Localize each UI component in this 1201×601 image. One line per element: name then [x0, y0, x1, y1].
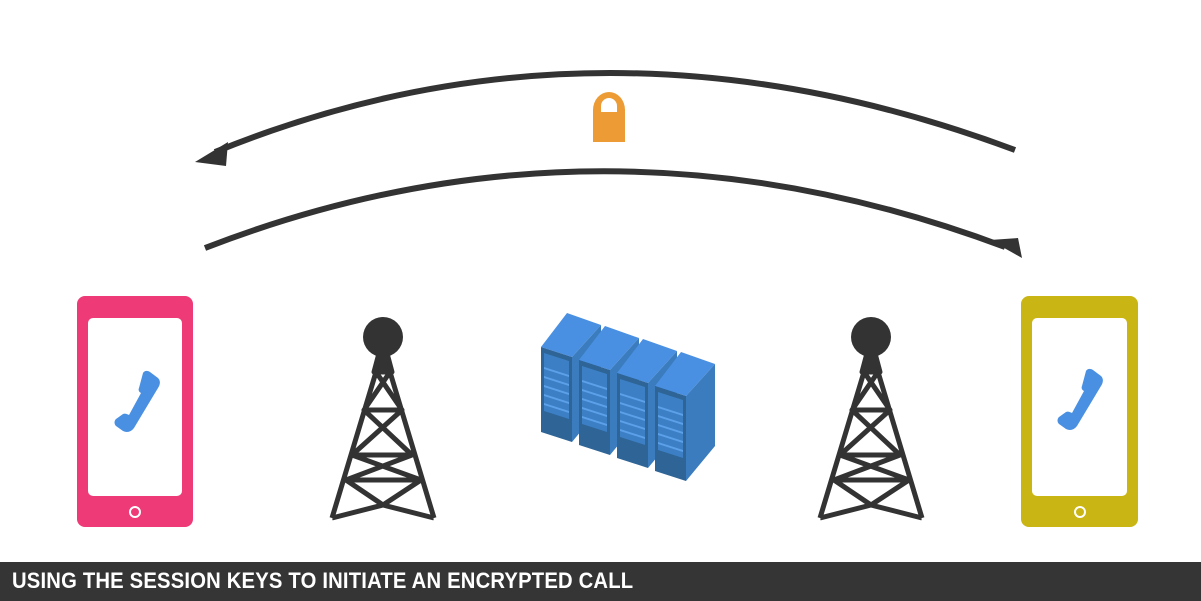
caller-phone-icon	[114, 370, 160, 432]
caption-bar: USING THE SESSION KEYS TO INITIATE AN EN…	[0, 562, 1201, 601]
server-unit	[655, 352, 715, 481]
return-arrow	[195, 70, 1017, 166]
receiver-phone-icon	[1057, 368, 1103, 430]
cell-tower-right	[817, 317, 925, 521]
outgoing-arrow	[203, 168, 1022, 258]
server-rack-icon	[541, 313, 715, 481]
caller-phone	[77, 296, 193, 527]
caption-text: USING THE SESSION KEYS TO INITIATE AN EN…	[12, 568, 634, 593]
lock-icon	[593, 92, 625, 142]
cell-tower-left	[329, 317, 437, 521]
receiver-phone	[1021, 296, 1138, 527]
